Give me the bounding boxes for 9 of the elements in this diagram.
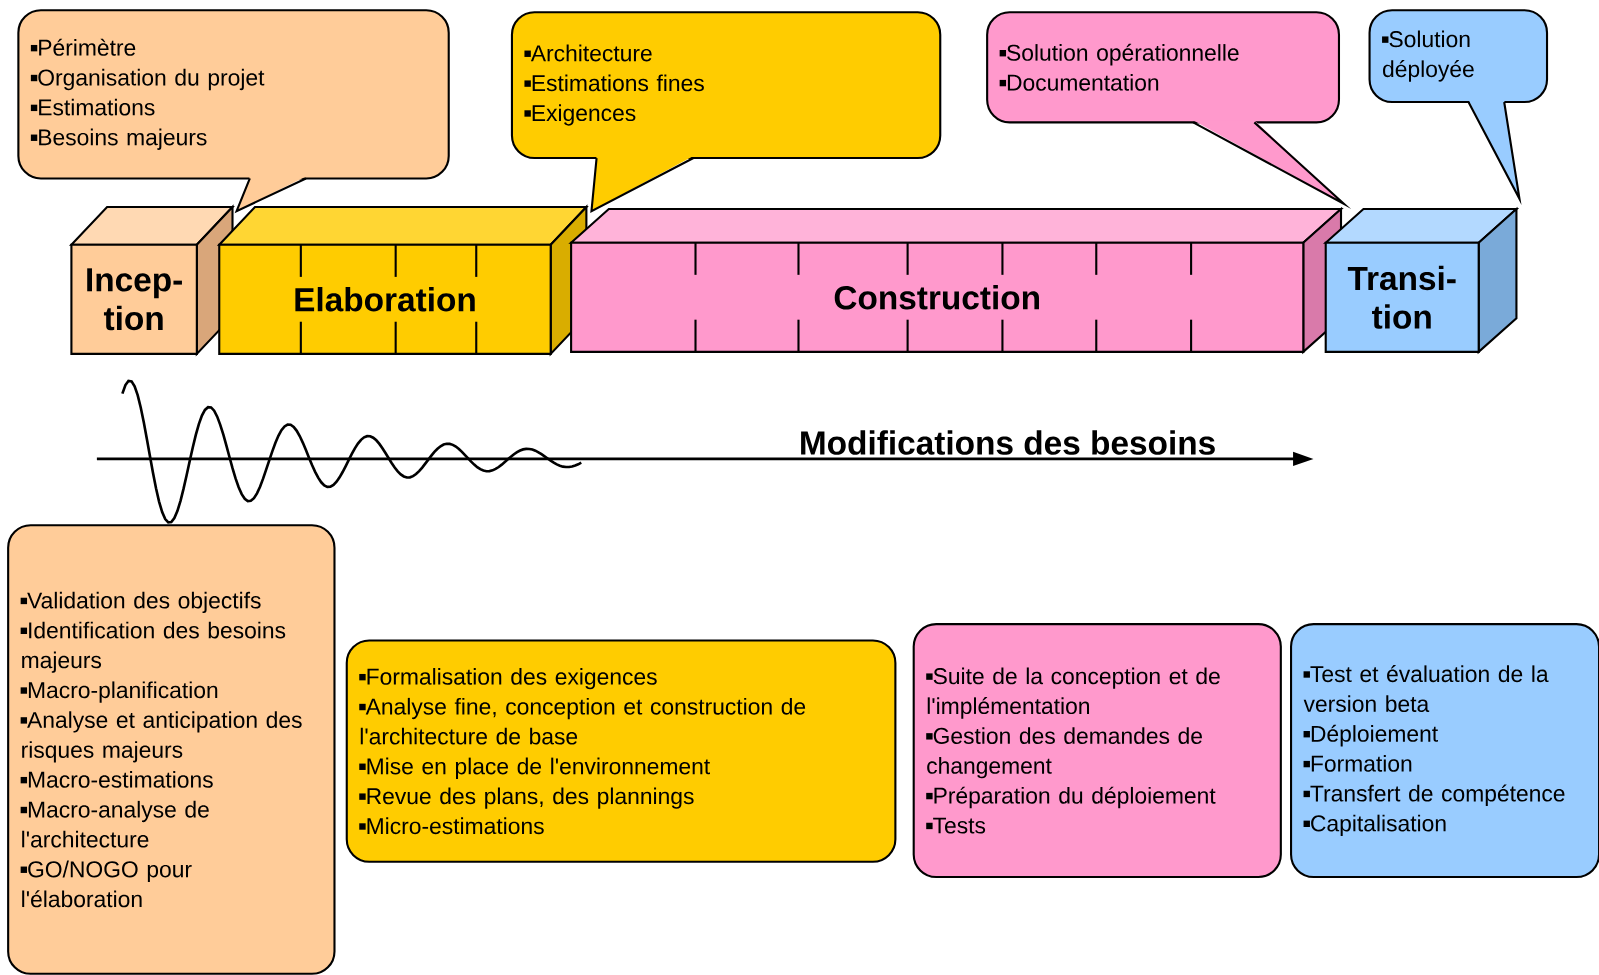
speech-bubble: Solution opérationnelle Documentation <box>986 11 1352 210</box>
activity-box: Test et évaluation de la version beta Déploiement Formation Transfert de compétence Capitalisation <box>1290 623 1599 879</box>
speech-bubble: Solution déployée <box>1368 9 1549 206</box>
activity-box: Formalisation des exigences Analyse fine, conception et construction de l'architecture de base Mise en place de l'environnement Revue des plans, des plannings Micro-estimations <box>345 639 897 863</box>
speech-bubble: Périmètre Organisation du projet Estimations Besoins majeurs <box>17 9 450 214</box>
activity-box: Validation des objectifs Identification des besoins majeurs Macro-planification Analyse et anticipation des risques majeurs Macro-estimations Macro-analyse de l'architecture GO/NOGO pour l'élaboration <box>7 524 336 975</box>
axis-label: Modifications des besoins <box>801 430 1215 455</box>
activity-box: Suite de la conception et de l'implémentation Gestion des demandes de changement Préparation du déploiement Tests <box>912 623 1282 879</box>
speech-bubble: Architecture Estimations fines Exigences <box>510 11 942 213</box>
